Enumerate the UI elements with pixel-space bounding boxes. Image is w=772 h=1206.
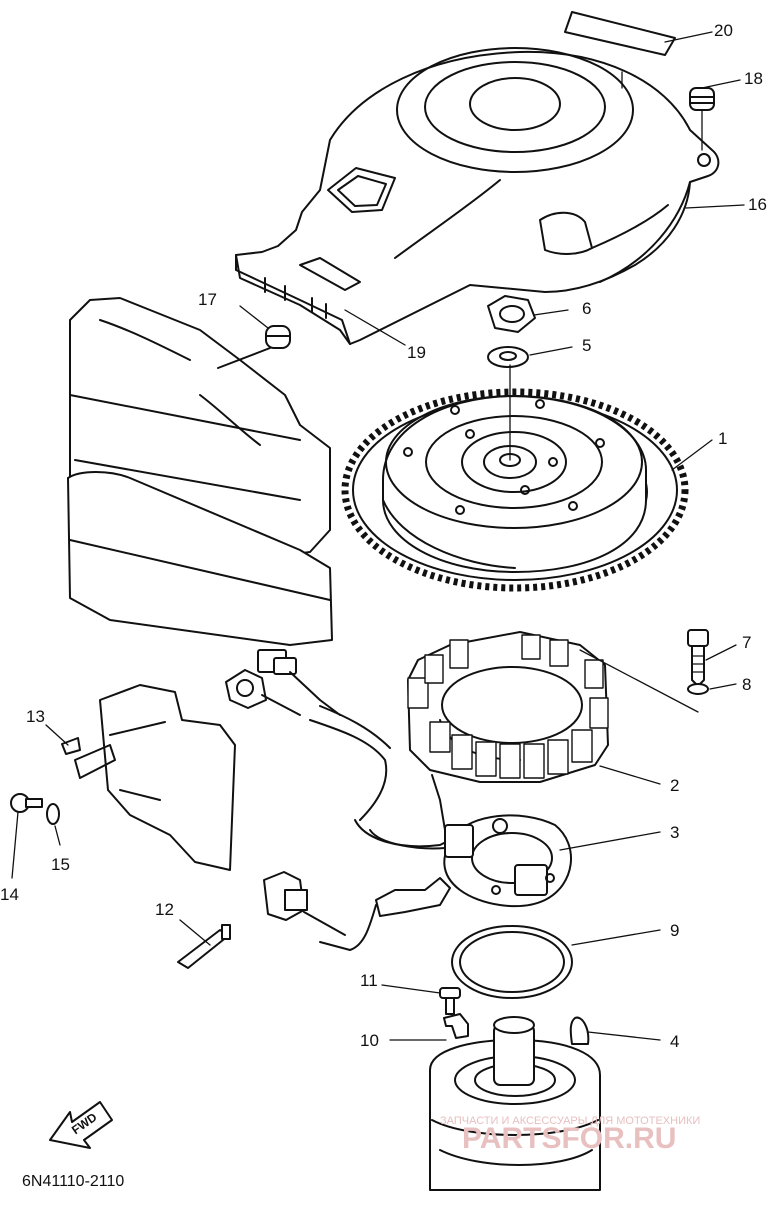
bolt — [10, 793, 43, 813]
callout-9: 9 — [670, 921, 679, 940]
small-washer — [46, 803, 60, 825]
callout-1: 1 — [718, 429, 727, 448]
clamp-screw — [439, 987, 461, 1015]
flywheel-nut — [487, 295, 536, 333]
callout-17: 17 — [198, 290, 217, 309]
damper — [689, 87, 715, 111]
callout-4: 4 — [670, 1032, 679, 1051]
washer — [487, 346, 529, 368]
callout-14: 14 — [0, 885, 19, 904]
stator — [407, 631, 609, 783]
leader-lines — [11, 31, 745, 1041]
clip — [61, 737, 81, 755]
wire-harness — [225, 649, 451, 850]
pulser-coil — [263, 814, 572, 951]
callout-10: 10 — [360, 1031, 379, 1050]
callout-2: 2 — [670, 776, 679, 795]
watermark-tagline: ЗАПЧАСТИ И АКСЕССУАРЫ ДЛЯ МОТОТЕХНИКИ — [440, 1115, 700, 1127]
drawing-code: 6N41110-2110 — [22, 1173, 124, 1190]
flywheel-cover — [235, 11, 720, 345]
callout-8: 8 — [742, 675, 751, 694]
stator-bolt — [687, 629, 709, 687]
grommet — [217, 325, 291, 369]
callout-11: 11 — [360, 971, 378, 990]
callout-5: 5 — [582, 336, 591, 355]
crankshaft-base — [429, 1016, 601, 1191]
callout-20: 20 — [714, 21, 733, 40]
retaining-ring — [451, 925, 573, 999]
lead-clamp — [443, 1013, 469, 1039]
callout-7: 7 — [742, 633, 751, 652]
engine-cowl — [67, 297, 333, 646]
callout-16: 16 — [748, 195, 767, 214]
callout-18: 18 — [744, 69, 763, 88]
watermark-logo: PARTSFOR.RU — [462, 1122, 676, 1155]
cable-holder — [177, 924, 231, 969]
woodruff-key — [569, 1016, 590, 1045]
watermark: ЗАПЧАСТИ И АКСЕССУАРЫ ДЛЯ МОТОТЕХНИКИ PA… — [440, 1115, 700, 1155]
callout-3: 3 — [670, 823, 679, 842]
flywheel — [341, 388, 689, 592]
fwd-arrow-icon: FWD — [49, 1101, 113, 1149]
stator-washer — [579, 649, 709, 713]
callout-6: 6 — [582, 299, 591, 318]
callout-12: 12 — [155, 900, 174, 919]
callout-19: 19 — [407, 343, 426, 362]
callout-13: 13 — [26, 707, 45, 726]
callout-15: 15 — [51, 855, 70, 874]
callout-labels: 20 18 16 17 19 6 5 1 7 8 2 3 9 11 10 4 1… — [0, 21, 767, 1051]
mounting-bracket — [74, 684, 236, 871]
